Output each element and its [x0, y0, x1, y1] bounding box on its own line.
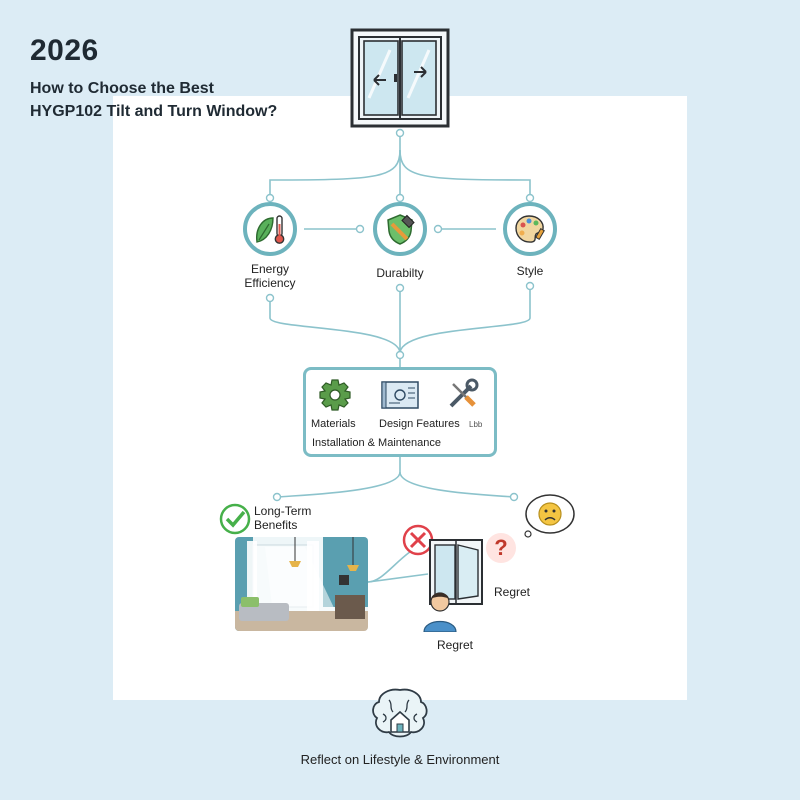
energy-efficiency-label: Energy Efficiency [244, 262, 296, 290]
palette-ruler-icon [515, 215, 545, 243]
title-line-1: How to Choose the Best [30, 80, 215, 97]
style-circle [503, 202, 557, 256]
thought-bubble-sad-face-icon [524, 494, 575, 538]
open-window-icon [429, 539, 483, 605]
installation-maintenance-label: Installation & Maintenance [312, 437, 442, 449]
living-room-illustration [235, 537, 368, 631]
style-label: Style [516, 264, 544, 278]
brain-house-icon [372, 688, 428, 738]
bright-living-room-image [235, 537, 368, 631]
title-line-2: HYGP102 Tilt and Turn Window? [30, 103, 278, 120]
wrench-screwdriver-icon [449, 378, 479, 408]
durability-label: Durabilty [376, 266, 424, 280]
materials-label: Materials [311, 418, 356, 430]
regret-label-2: Regret [437, 638, 474, 652]
regret-label-1: Regret [494, 585, 531, 599]
tilt-turn-window-icon [350, 28, 450, 128]
footer-caption: Reflect on Lifestyle & Environment [300, 752, 500, 767]
blueprint-icon [381, 381, 419, 409]
year-heading: 2026 [30, 34, 99, 67]
checkmark-circle-icon [219, 503, 251, 535]
shield-hammer-icon [387, 214, 415, 245]
design-features-suffix: Lbb [469, 420, 483, 429]
leaf-thermometer-icon [256, 215, 285, 244]
gear-icon [319, 379, 351, 411]
worried-person-icon [423, 592, 457, 632]
long-term-benefits-label: Long-Term Benefits [254, 504, 312, 532]
durability-circle [373, 202, 427, 256]
question-mark-bubble: ? [486, 533, 516, 563]
design-features-label: Design Features [379, 418, 460, 430]
energy-efficiency-circle [243, 202, 297, 256]
